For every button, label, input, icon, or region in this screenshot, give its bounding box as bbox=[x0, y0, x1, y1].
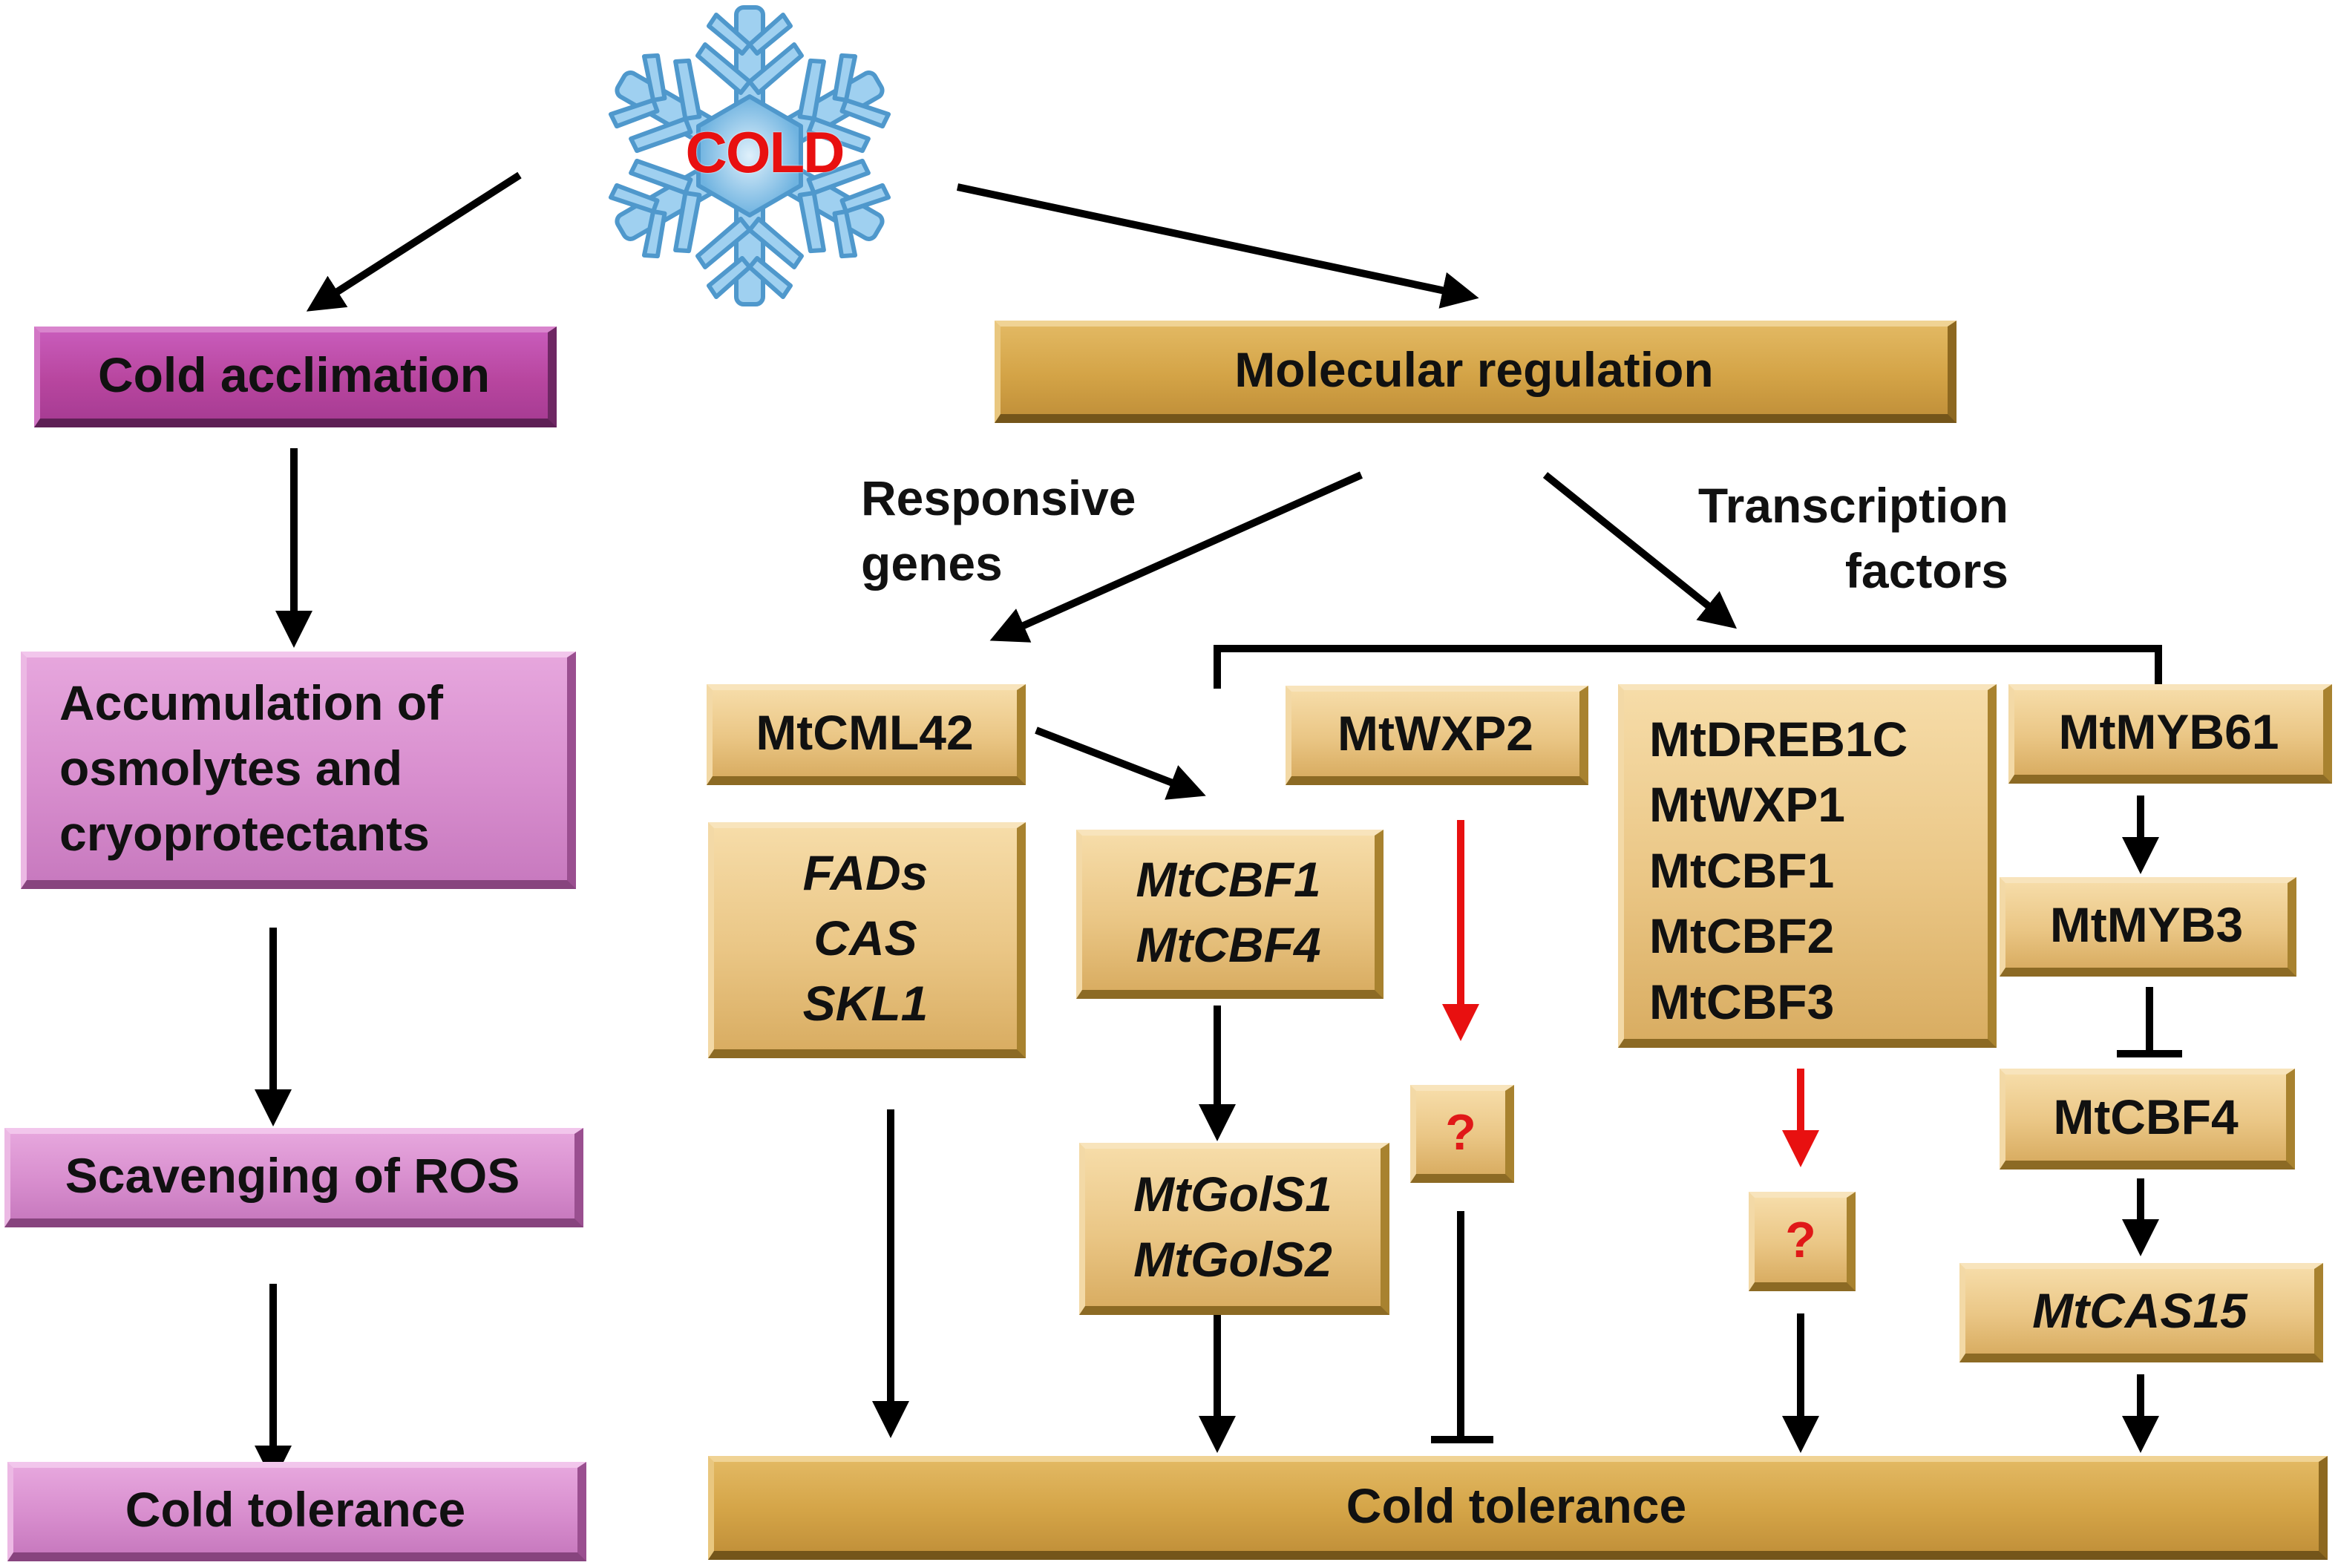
mtmyb3-box: MtMYB3 bbox=[2000, 877, 2296, 977]
cold-acclimation-box: Cold acclimation bbox=[34, 327, 557, 427]
scavenging-label: Scavenging of ROS bbox=[65, 1148, 520, 1204]
left-cold-tolerance-box: Cold tolerance bbox=[7, 1462, 586, 1561]
bottom-cold-tolerance-box: Cold tolerance bbox=[708, 1456, 2328, 1560]
question-box-2: ? bbox=[1749, 1192, 1856, 1291]
mtcbf4-single-label: MtCBF4 bbox=[2053, 1089, 2239, 1145]
responsive-genes-label: Responsive genes bbox=[861, 470, 1136, 591]
tf-mtcbf1: MtCBF1 bbox=[1649, 842, 1835, 898]
mtcbf-group-box: MtCBF1 MtCBF4 bbox=[1076, 830, 1384, 999]
mtwxp2-box: MtWXP2 bbox=[1286, 686, 1588, 785]
cold-acclimation-label: Cold acclimation bbox=[97, 347, 491, 403]
question-mark-2: ? bbox=[1785, 1211, 1816, 1268]
cold-label: COLD bbox=[685, 119, 845, 185]
mtmyb61-box: MtMYB61 bbox=[2008, 684, 2332, 784]
arrow-cold-to-acclimation bbox=[306, 171, 522, 312]
molecular-regulation-box: Molecular regulation bbox=[995, 321, 1956, 423]
cas-label: CAS bbox=[813, 911, 917, 966]
question-box-1: ? bbox=[1410, 1085, 1514, 1183]
tf-mtcbf2: MtCBF2 bbox=[1649, 908, 1835, 964]
mtmyb61-label: MtMYB61 bbox=[2058, 704, 2279, 760]
arrow-molecular-to-responsive bbox=[989, 471, 1363, 643]
fads-label: FADs bbox=[802, 845, 929, 901]
snowflake-icon bbox=[595, 5, 904, 304]
tf-list-box: MtDREB1C MtWXP1 MtCBF1 MtCBF2 MtCBF3 bbox=[1618, 684, 1997, 1048]
tf-mtcbf3: MtCBF3 bbox=[1649, 974, 1835, 1029]
arrow-cml42-to-cbf bbox=[1035, 726, 1206, 800]
mtcas15-label: MtCAS15 bbox=[2032, 1283, 2247, 1339]
arrow-molecular-to-tf bbox=[1542, 472, 1738, 629]
accumulation-box: Accumulation of osmolytes and cryoprotec… bbox=[21, 652, 576, 889]
mtmyb3-label: MtMYB3 bbox=[2049, 897, 2244, 953]
question-mark-1: ? bbox=[1445, 1103, 1476, 1161]
tf-mtdreb1c: MtDREB1C bbox=[1649, 712, 1908, 767]
mtcbf4-label: MtCBF4 bbox=[1136, 917, 1321, 972]
mtgols-group-box: MtGolS1 MtGolS2 bbox=[1079, 1143, 1389, 1315]
mtcas15-box: MtCAS15 bbox=[1959, 1263, 2323, 1362]
mtgols2-label: MtGolS2 bbox=[1133, 1232, 1332, 1287]
accumulation-line-1: Accumulation of bbox=[59, 675, 444, 731]
transcription-factors-label: Transcription factors bbox=[1697, 478, 2008, 598]
mtcml42-label: MtCML42 bbox=[756, 705, 974, 761]
accumulation-line-2: osmolytes and bbox=[59, 741, 403, 796]
mtcml42-box: MtCML42 bbox=[707, 684, 1026, 785]
accumulation-line-3: cryoprotectants bbox=[59, 805, 430, 861]
mtgols1-label: MtGolS1 bbox=[1133, 1167, 1332, 1222]
fads-group-box: FADs CAS SKL1 bbox=[708, 822, 1026, 1058]
mtwxp2-label: MtWXP2 bbox=[1337, 706, 1533, 761]
tf-mtwxp1: MtWXP1 bbox=[1649, 777, 1845, 833]
arrow-cold-to-molecular bbox=[956, 183, 1479, 309]
scavenging-box: Scavenging of ROS bbox=[4, 1128, 583, 1227]
molecular-regulation-label: Molecular regulation bbox=[1234, 342, 1714, 398]
mtcbf1-label: MtCBF1 bbox=[1136, 852, 1321, 908]
bottom-cold-tolerance-label: Cold tolerance bbox=[1346, 1478, 1687, 1534]
tf-bracket bbox=[1214, 645, 2162, 689]
skl1-label: SKL1 bbox=[802, 975, 929, 1031]
left-cold-tolerance-label: Cold tolerance bbox=[125, 1482, 466, 1538]
mtcbf4-box: MtCBF4 bbox=[2000, 1069, 2295, 1170]
